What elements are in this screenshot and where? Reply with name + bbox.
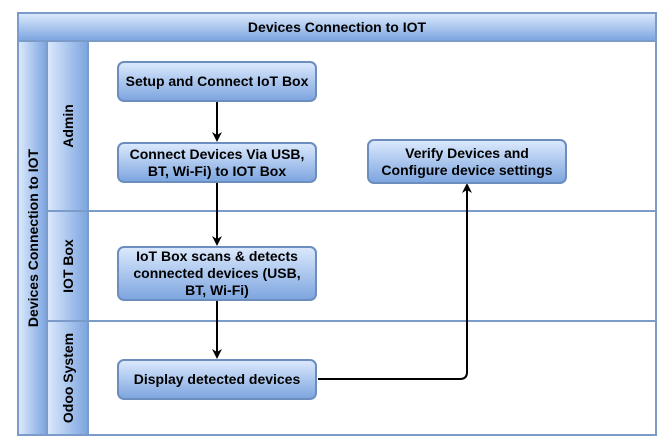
step-setup-label: Setup and Connect IoT Box [125, 73, 309, 89]
step-scan-label: IoT Box scans & detects connected device… [133, 248, 301, 298]
lane-label-admin-text: Admin [59, 104, 76, 148]
step-verify-configure[interactable]: Verify Devices and Configure device sett… [367, 139, 567, 184]
step-connect-devices[interactable]: Connect Devices Via USB, BT, Wi-Fi) to I… [117, 142, 317, 183]
step-display-label: Display detected devices [133, 371, 301, 387]
step-display-devices[interactable]: Display detected devices [117, 359, 317, 400]
step-connect-label: Connect Devices Via USB, BT, Wi-Fi) to I… [129, 145, 305, 179]
lane-label-iot-box: IOT Box [46, 210, 89, 322]
pool-title-header: Devices Connection to IOT [17, 12, 657, 42]
step-verify-label: Verify Devices and Configure device sett… [381, 144, 553, 178]
pool-title: Devices Connection to IOT [247, 19, 427, 35]
step-scan-detect[interactable]: IoT Box scans & detects connected device… [117, 246, 317, 301]
pool-side-label-text: Devices Connection to IOT [24, 148, 41, 328]
pool-side-label: Devices Connection to IOT [17, 40, 48, 436]
lane-label-odoo-system-text: Odoo System [59, 332, 76, 424]
step-setup-iot-box[interactable]: Setup and Connect IoT Box [117, 61, 317, 102]
lane-label-odoo-system: Odoo System [46, 320, 89, 436]
lane-label-admin: Admin [46, 40, 89, 212]
lane-label-iot-box-text: IOT Box [59, 239, 76, 293]
